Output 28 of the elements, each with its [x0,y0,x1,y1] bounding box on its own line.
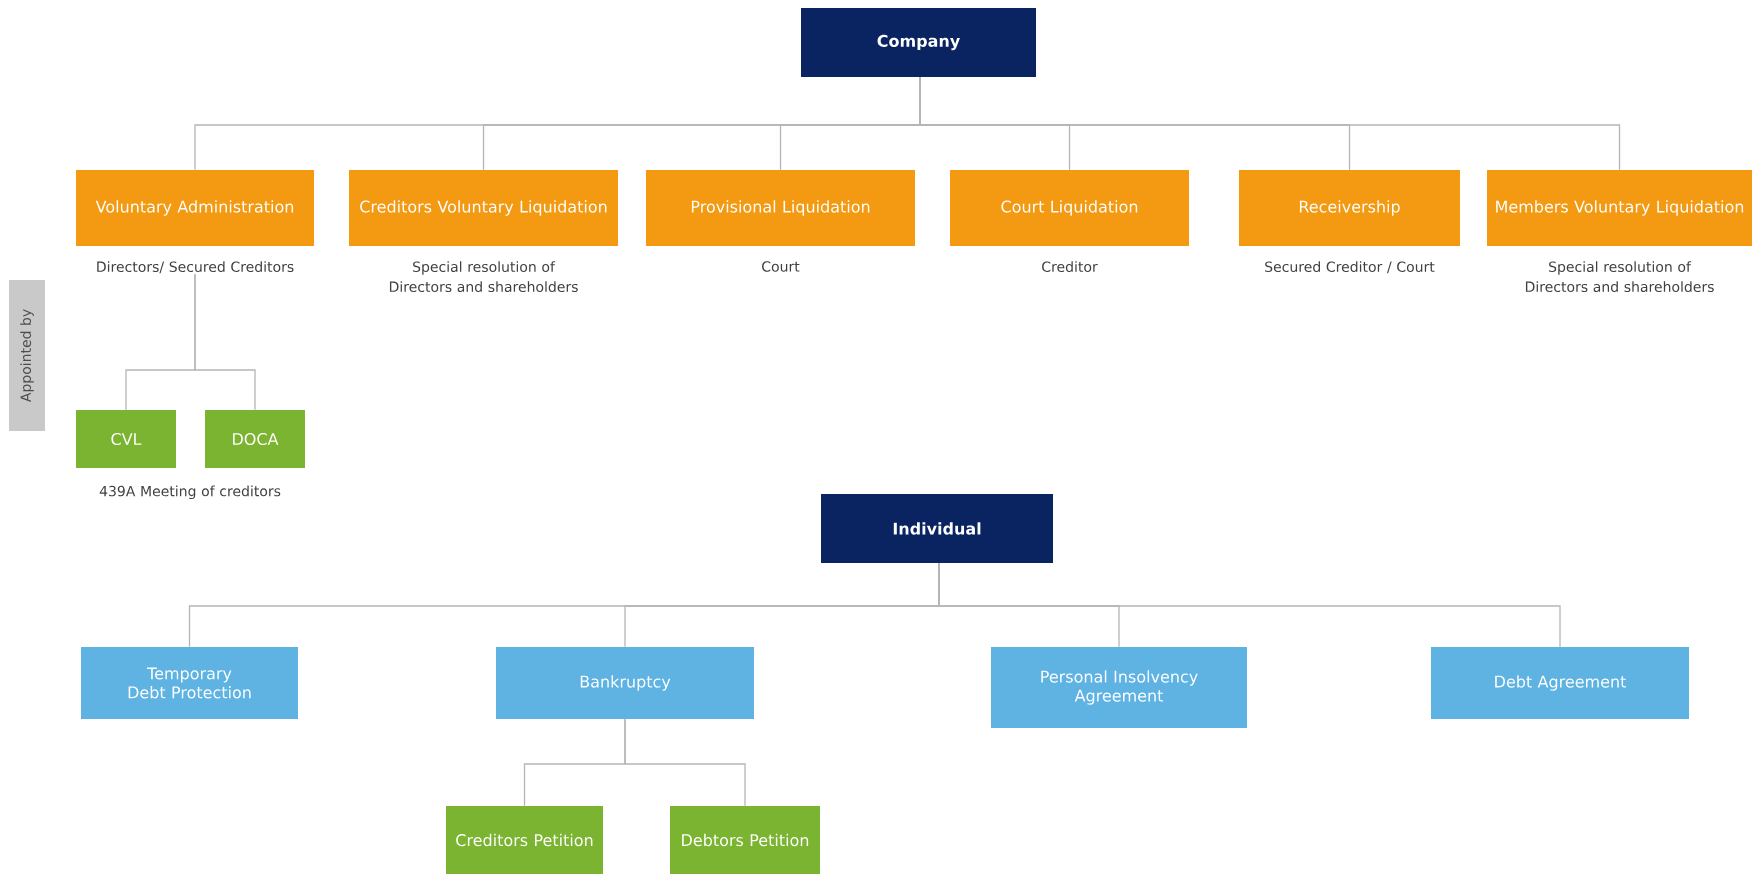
sub-box: Debtors Petition [670,806,820,874]
category-box: Creditors Voluntary Liquidation [349,170,618,246]
category-box: Provisional Liquidation [646,170,915,246]
sub-box: Creditors Petition [446,806,603,874]
side-label: Appointed by [9,280,45,431]
note-text: 439A Meeting of creditors [99,485,281,500]
connector-line [919,76,1621,171]
category-box: Temporary Debt Protection [81,647,298,719]
sub-box: CVL [76,410,176,468]
caption-text: Special resolution of Directors and shareholders [1525,261,1714,293]
caption-text: Special resolution of Directors and shareholders [389,261,578,293]
caption-text: Secured Creditor / Court [1265,261,1435,274]
category-box: Court Liquidation [950,170,1189,246]
category-box: Receivership [1239,170,1460,246]
caption-text: Creditor [1042,261,1098,273]
category-box: Bankruptcy [496,647,754,719]
heading-box: Company [801,8,1036,77]
category-box: Voluntary Administration [76,170,314,246]
connector-line [938,562,1561,648]
heading-box: Individual [821,494,1053,563]
category-box: Debt Agreement [1431,647,1689,719]
caption-text: Court [762,261,800,272]
category-box: Personal Insolvency Agreement [991,647,1247,728]
category-box: Members Voluntary Liquidation [1487,170,1752,246]
connector-line [624,718,746,807]
sub-box: DOCA [205,410,305,468]
caption-text: Directors/ Secured Creditors [97,261,294,274]
connector-line [194,273,256,411]
